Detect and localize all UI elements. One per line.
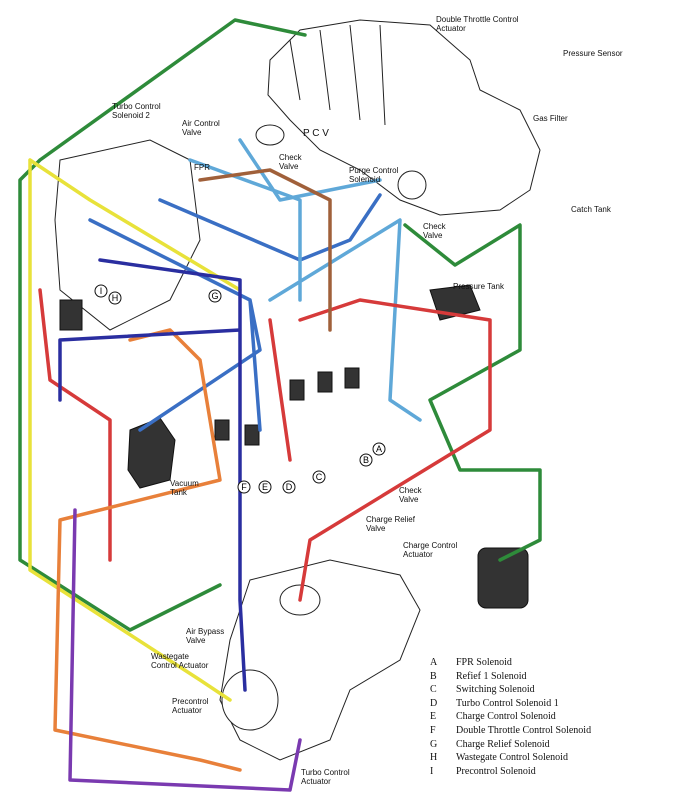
legend-name: Refief 1 Solenoid xyxy=(456,670,527,682)
legend-name: Double Throttle Control Solenoid xyxy=(456,724,592,736)
legend-key: G xyxy=(430,738,438,750)
label-air-control-valve: Air Control Valve xyxy=(182,119,220,137)
label-precontrol-actuator: Precontrol Actuator xyxy=(172,697,209,715)
legend-name: Precontrol Solenoid xyxy=(456,765,536,777)
hose-red xyxy=(38,288,492,602)
hose-navy xyxy=(58,258,247,692)
label-turbo-control-solenoid-2: Turbo Control Solenoid 2 xyxy=(112,102,161,120)
legend-key: F xyxy=(430,724,436,736)
callout-a: A xyxy=(376,444,382,454)
callout-g: G xyxy=(211,291,218,301)
label-check-valve-lower: Check Valve xyxy=(399,486,422,504)
legend-key: A xyxy=(430,657,438,668)
legend-key: B xyxy=(430,670,437,682)
callout-d: D xyxy=(286,482,293,492)
label-check-valve-top: Check Valve xyxy=(279,153,302,171)
callout-f: F xyxy=(241,482,247,492)
legend-key: C xyxy=(430,684,437,696)
legend-key: D xyxy=(430,697,438,709)
legend-name: Wastegate Control Solenoid xyxy=(456,752,568,764)
label-charge-relief-valve: Charge Relief Valve xyxy=(366,515,415,533)
callout-h: H xyxy=(112,293,119,303)
legend-row: D Turbo Control Solenoid 1 xyxy=(430,697,676,711)
legend-key: H xyxy=(430,752,438,764)
label-turbo-control-actuator: Turbo Control Actuator xyxy=(301,768,350,786)
legend-key: I xyxy=(430,765,434,777)
label-check-valve-right: Check Valve xyxy=(423,222,446,240)
label-charge-control-actuator: Charge Control Actuator xyxy=(403,541,458,559)
legend-name: Switching Solenoid xyxy=(456,684,535,696)
callout-b: B xyxy=(363,455,369,465)
turbocharger-assembly xyxy=(219,559,421,761)
legend-name: FPR Solenoid xyxy=(456,657,512,668)
callout-i: I xyxy=(100,286,103,296)
label-pressure-tank: Pressure Tank xyxy=(453,282,504,291)
legend-row: H Wastegate Control Solenoid xyxy=(430,751,676,765)
callout-e: E xyxy=(262,482,268,492)
hose-blue xyxy=(88,193,382,432)
label-pressure-sensor: Pressure Sensor xyxy=(563,49,623,58)
legend-row: A FPR Solenoid xyxy=(430,656,676,670)
hose-purple xyxy=(68,508,302,792)
hose-green-outer xyxy=(18,18,307,632)
legend-row: B Refief 1 Solenoid xyxy=(430,670,676,684)
label-double-throttle-control-actuator: Double Throttle Control Actuator xyxy=(436,15,519,33)
callouts: A B C D E F G H I xyxy=(94,284,386,494)
label-purge-control-solenoid: Purge Control Solenoid xyxy=(349,166,399,184)
label-wastegate-control-actuator: Wastegate Control Actuator xyxy=(151,652,209,670)
legend-row: C Switching Solenoid xyxy=(430,683,676,697)
label-vacuum-tank: Vacuum Tank xyxy=(170,479,199,497)
legend-row: F Double Throttle Control Solenoid xyxy=(430,724,676,738)
vacuum-tank xyxy=(127,417,176,489)
legend-row: G Charge Relief Solenoid xyxy=(430,738,676,752)
intake-manifold xyxy=(255,19,541,216)
legend-name: Charge Control Solenoid xyxy=(456,711,556,723)
legend-name: Turbo Control Solenoid 1 xyxy=(456,697,559,709)
solenoid-bank xyxy=(59,299,360,446)
hose-yellow xyxy=(28,158,242,702)
legend-row: E Charge Control Solenoid xyxy=(430,710,676,724)
label-pcv: P C V xyxy=(303,128,329,139)
label-gas-filter: Gas Filter xyxy=(533,114,568,123)
hose-green-right xyxy=(403,223,542,562)
label-fpr: FPR xyxy=(194,163,210,172)
hose-brown xyxy=(198,168,332,332)
label-catch-tank: Catch Tank xyxy=(571,205,611,214)
cylinder-head xyxy=(54,139,201,331)
legend-row: I Precontrol Solenoid xyxy=(430,765,676,779)
legend-key: E xyxy=(430,711,437,723)
hose-orange xyxy=(53,328,242,772)
legend-name: Charge Relief Solenoid xyxy=(456,738,550,750)
callout-c: C xyxy=(316,472,323,482)
label-air-bypass-valve: Air Bypass Valve xyxy=(186,627,225,645)
charge-control-canister xyxy=(477,547,529,609)
